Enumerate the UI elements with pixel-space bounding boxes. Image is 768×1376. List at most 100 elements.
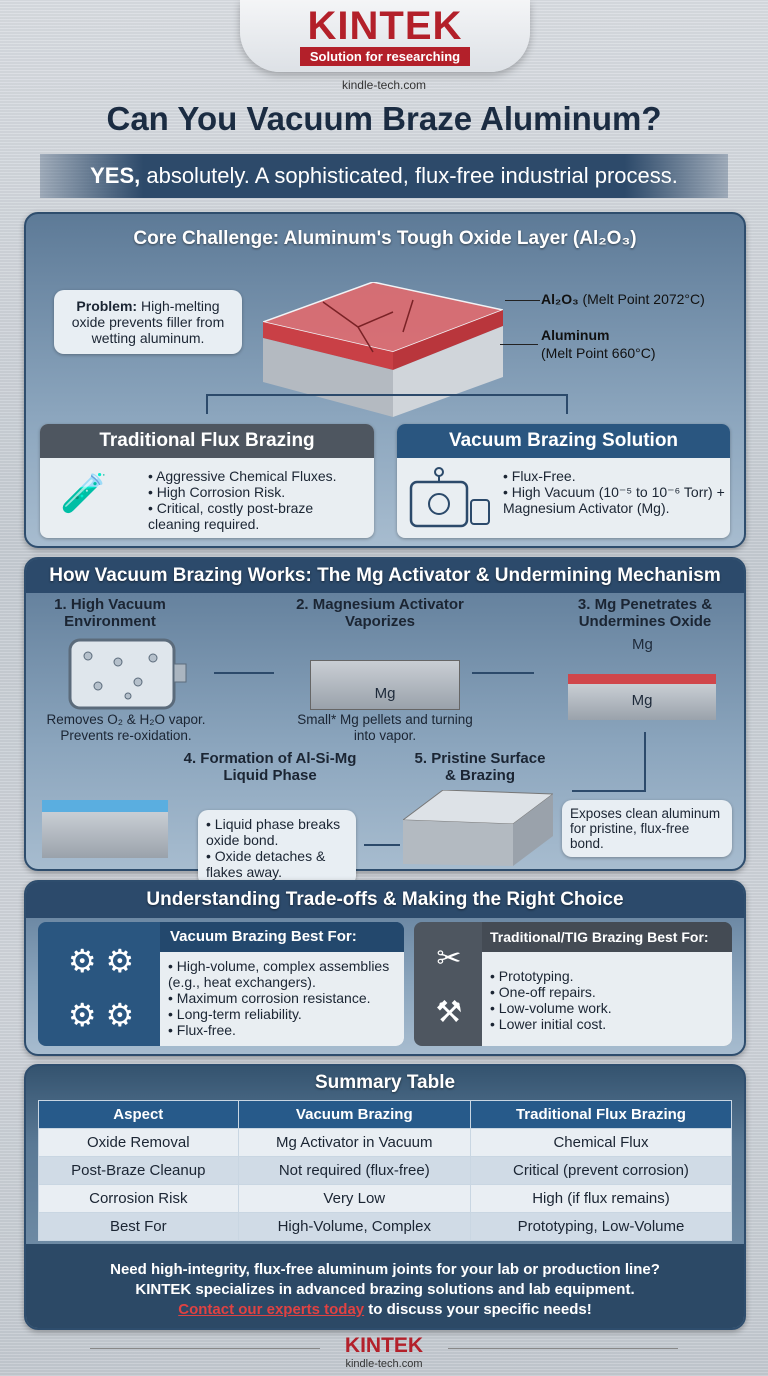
oxide-leader-line (505, 300, 540, 301)
footer: KINTEK kindle-tech.com (0, 1334, 768, 1370)
bullet: One-off repairs. (490, 984, 724, 1000)
arrow-left (206, 394, 208, 414)
al-leader-line (500, 344, 538, 345)
bullet: High-volume, complex assemblies (e.g., h… (168, 958, 396, 990)
cell: Post-Braze Cleanup (38, 1156, 239, 1185)
vacuum-chamber-icon (68, 638, 187, 710)
cell: Very Low (237, 1184, 471, 1213)
bullet: Maximum corrosion resistance. (168, 990, 396, 1006)
step-5-caption: Exposes clean aluminum for pristine, flu… (562, 800, 732, 857)
oxide-melt: (Melt Point 2072°C) (578, 291, 705, 307)
vacuum-bullets: Flux-Free. High Vacuum (10⁻⁵ to 10⁻⁶ Tor… (503, 468, 725, 516)
vacuum-title: Vacuum Brazing Solution (397, 424, 730, 458)
step-4-bullets: Liquid phase breaks oxide bond. Oxide de… (198, 810, 356, 886)
bullet: Long-term reliability. (168, 1006, 396, 1022)
vacuum-best-for-card: ⚙ ⚙⚙ ⚙ Vacuum Brazing Best For: High-vol… (38, 922, 404, 1046)
vacuum-best-bullets: High-volume, complex assemblies (e.g., h… (160, 952, 404, 1046)
cell: High-Volume, Complex (237, 1212, 471, 1241)
cell: Best For (38, 1212, 239, 1241)
logo-tab: KINTEK Solution for researching (240, 0, 530, 72)
industrial-icons: ⚙ ⚙⚙ ⚙ (67, 943, 135, 1033)
step-4-title: 4. Formation of Al-Si-Mg Liquid Phase (183, 750, 357, 784)
traditional-best-title: Traditional/TIG Brazing Best For: (482, 922, 732, 952)
problem-text: High-melting oxide prevents filler from … (71, 298, 225, 346)
arrow-right (566, 394, 568, 414)
step-3-title: 3. Mg Penetrates & Undermines Oxide (577, 596, 713, 630)
bullet: Oxide detaches & flakes away. (206, 848, 348, 880)
footer-rule-left (90, 1348, 320, 1349)
arrow-3-5-horizontal (572, 790, 646, 792)
mg-penetration-illustration: Mg (568, 674, 716, 720)
vacuum-solution-card: Vacuum Brazing Solution Flux-Free. High … (397, 424, 730, 538)
bullet: Critical, costly post-braze cleaning req… (148, 500, 368, 532)
subtitle-text: absolutely. A sophisticated, flux-free i… (140, 163, 678, 188)
liquid-phase-illustration (42, 800, 168, 858)
logo: KINTEK (307, 4, 463, 48)
cell: Critical (prevent corrosion) (469, 1156, 733, 1185)
arrow-1-2 (214, 672, 274, 674)
contact-experts-link[interactable]: Contact our experts today (178, 1301, 365, 1318)
tools-icons: ✂⚒ (435, 942, 463, 1029)
cta-line-3-text: to discuss your specific needs! (364, 1301, 592, 1318)
page-title: Can You Vacuum Braze Aluminum? (106, 100, 662, 137)
al-melt: (Melt Point 660°C) (541, 345, 656, 361)
arrow-5-4 (364, 844, 400, 846)
traditional-bullets: Aggressive Chemical Fluxes. High Corrosi… (148, 468, 368, 532)
bullet: Flux-Free. (503, 468, 725, 484)
bullet: Low-volume work. (490, 1000, 724, 1016)
subtitle-bar: YES, absolutely. A sophisticated, flux-f… (40, 154, 728, 198)
site-url[interactable]: kindle-tech.com (341, 78, 427, 92)
cell: Corrosion Risk (38, 1184, 239, 1213)
vacuum-furnace-icon (409, 467, 490, 528)
mg-top-label: Mg (632, 636, 653, 653)
cell: Oxide Removal (38, 1128, 239, 1157)
bullet: High Vacuum (10⁻⁵ to 10⁻⁶ Torr) + Magnes… (503, 484, 725, 516)
vacuum-best-title: Vacuum Brazing Best For: (160, 922, 404, 952)
cta-line-1: Need high-integrity, flux-free aluminum … (110, 1261, 660, 1278)
al-name: Aluminum (541, 327, 610, 343)
step-5-title: 5. Pristine Surface & Brazing (414, 750, 546, 784)
cell: Not required (flux-free) (237, 1156, 471, 1185)
call-to-action: Need high-integrity, flux-free aluminum … (26, 1244, 744, 1328)
step-2-title: 2. Magnesium Activator Vaporizes (296, 596, 464, 630)
bullet: Aggressive Chemical Fluxes. (148, 468, 368, 484)
cta-line-2: KINTEK specializes in advanced brazing s… (135, 1281, 635, 1298)
mg-pellets-illustration: Mg (310, 660, 460, 710)
tradeoffs-heading: Understanding Trade-offs & Making the Ri… (26, 882, 744, 918)
traditional-best-bullets: Prototyping. One-off repairs. Low-volume… (482, 952, 732, 1046)
step-1-title: 1. High Vacuum Environment (54, 596, 166, 630)
cell: Prototyping, Low-Volume (469, 1212, 733, 1241)
bullet: Liquid phase breaks oxide bond. (206, 816, 348, 848)
traditional-title: Traditional Flux Brazing (40, 424, 374, 458)
bullet: High Corrosion Risk. (148, 484, 368, 500)
step-2-caption: Small* Mg pellets and turning into vapor… (297, 712, 473, 743)
subtitle-strong: YES, (90, 163, 141, 188)
oxide-label: Al₂O₃ (Melt Point 2072°C) (541, 291, 705, 307)
footer-logo: KINTEK (344, 1334, 424, 1357)
problem-callout: Problem: High-melting oxide prevents fil… (54, 290, 242, 354)
footer-site[interactable]: kindle-tech.com (345, 1358, 423, 1370)
mg-bottom-label: Mg (631, 692, 653, 709)
traditional-best-for-card: ✂⚒ Traditional/TIG Brazing Best For: Pro… (414, 922, 732, 1046)
arrow-2-3 (472, 672, 534, 674)
col-aspect: Aspect (38, 1100, 239, 1129)
footer-rule-right (448, 1348, 678, 1349)
cell: Mg Activator in Vacuum (237, 1128, 471, 1157)
aluminum-label: Aluminum (Melt Point 660°C) (541, 326, 656, 362)
oxide-block-illustration (263, 282, 503, 417)
cell: High (if flux remains) (469, 1184, 733, 1213)
how-heading: How Vacuum Brazing Works: The Mg Activat… (26, 559, 744, 593)
tagline: Solution for researching (299, 47, 471, 66)
summary-heading: Summary Table (314, 1072, 456, 1093)
bullet: Prototyping. (490, 968, 724, 984)
flux-application-icon: 🧪 (60, 473, 108, 515)
pristine-surface-illustration (403, 790, 553, 866)
cta-line-3: Contact our experts today to discuss you… (26, 1300, 744, 1320)
col-traditional: Traditional Flux Brazing (469, 1100, 733, 1129)
traditional-flux-card: Traditional Flux Brazing 🧪 Aggressive Ch… (40, 424, 374, 538)
